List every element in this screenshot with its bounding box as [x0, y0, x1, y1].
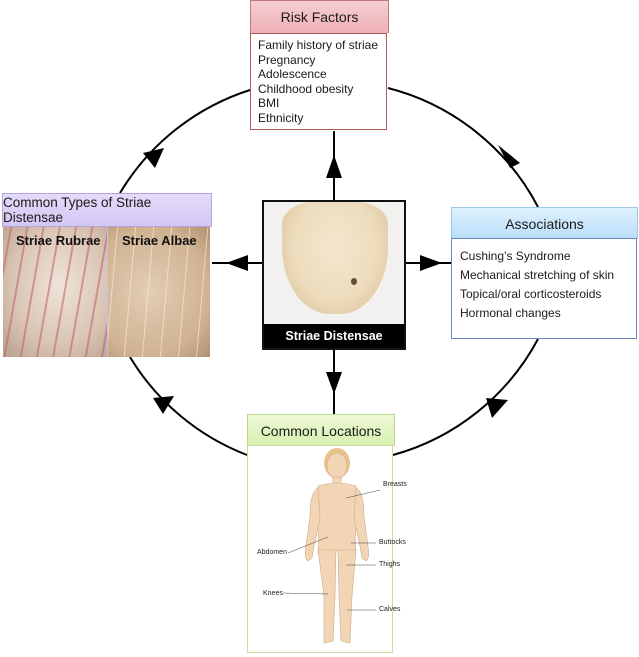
label-breasts: Breasts: [383, 481, 407, 488]
common-types-title: Common Types of Striae Distensae: [3, 195, 152, 225]
list-item: Topical/oral corticosteroids: [460, 287, 602, 301]
list-item: Pregnancy: [258, 52, 316, 67]
list-item: Hormonal changes: [460, 306, 561, 320]
common-locations-title: Common Locations: [260, 422, 382, 439]
risk-factors-title: Risk Factors: [280, 9, 359, 25]
arc-types-to-risk: [119, 89, 251, 194]
center-label: Striae Distensae: [264, 324, 404, 348]
arc-risk-to-associations: [387, 87, 539, 208]
striae-albae-photo: [108, 227, 210, 357]
arrowhead-right: [420, 255, 442, 271]
center-image: Striae Distensae: [262, 200, 406, 350]
risk-factors-header: Risk Factors: [250, 0, 389, 33]
list-item: BMI: [258, 96, 280, 110]
striae-rubrae-label: Striae Rubrae: [16, 233, 101, 248]
center-label-text: Striae Distensae: [285, 329, 383, 343]
photo-divider: [107, 227, 108, 357]
arrowhead-up: [326, 155, 342, 178]
common-locations-header: Common Locations: [247, 414, 395, 446]
label-thighs: Thighs: [379, 561, 401, 568]
list-item: Childhood obesity: [258, 81, 354, 96]
list-item: Cushing’s Syndrome: [460, 249, 571, 263]
label-buttocks: Buttocks: [379, 539, 406, 546]
striae-albae-label: Striae Albae: [122, 233, 197, 248]
label-abdomen: Abdomen: [257, 549, 287, 556]
risk-factors-list: Family history of striae Pregnancy Adole…: [250, 33, 387, 130]
arrowhead-down: [326, 372, 342, 394]
associations-list: Cushing’s Syndrome Mechanical stretching…: [451, 238, 637, 339]
female-body-diagram: [282, 448, 381, 644]
associations-header: Associations: [451, 207, 638, 239]
label-knees: Knees: [263, 590, 283, 597]
list-item: Adolescence: [258, 67, 327, 81]
list-item: Ethnicity: [258, 110, 304, 125]
abdomen-illustration: [282, 202, 388, 314]
arrowhead-2: [486, 398, 508, 418]
navel: [351, 278, 357, 285]
striae-rubrae-photo: [3, 227, 107, 357]
associations-title: Associations: [505, 215, 584, 232]
arrowhead-1: [498, 145, 520, 168]
arrowhead-3: [153, 396, 174, 414]
label-calves: Calves: [379, 606, 401, 613]
arrowhead-4: [143, 148, 164, 168]
arc-associations-to-locations: [392, 338, 539, 456]
common-locations-body: Breasts Buttocks Abdomen Thighs Knees Ca…: [247, 445, 407, 653]
arc-locations-to-types: [129, 356, 248, 456]
common-types-header: Common Types of Striae Distensae: [2, 193, 212, 227]
list-item: Mechanical stretching of skin: [460, 268, 615, 282]
list-item: Family history of striae: [258, 38, 379, 52]
arrowhead-left: [226, 255, 248, 271]
